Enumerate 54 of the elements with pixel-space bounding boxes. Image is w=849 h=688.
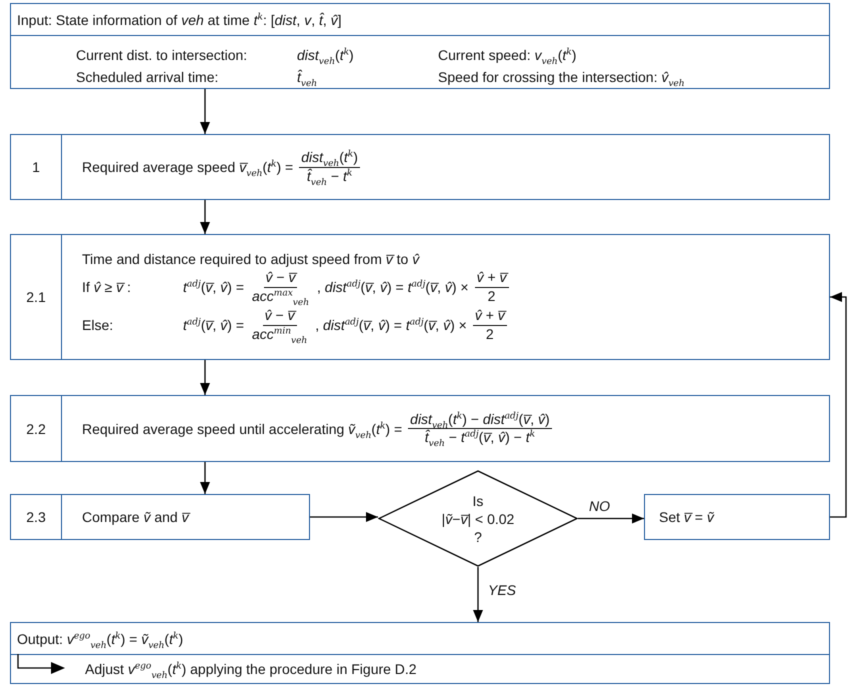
arrow [310,512,378,522]
node-text: Adjust v$^{ego}$$_{veh}$(t$^{k}$) applying the procedure in Figure D.2 [85,661,417,677]
decision-text: |ṽ−v̅| < 0.02 [442,510,514,528]
decision-text: ? [474,528,482,546]
arrow [200,200,210,234]
node-text: Required average speed until accelerating ṽ$_{veh}$(t$^{k}$) = [82,420,402,436]
step-number: 2.2 [26,420,46,436]
node-text: dist$_{veh}$(t$^{k}$) [297,47,355,63]
arrow [200,89,210,134]
arrow [830,292,847,518]
arrow [473,567,483,622]
node-text: t$^{adj}$(v̅, v̂) = [183,317,244,333]
node-text: Output: v$^{ego}$$_{veh}$(t$^{k}$) = ṽ$_{veh}$(t$^{k}$) [17,630,184,646]
process-step-box [10,234,830,360]
arrow [200,360,210,395]
fraction-denominator: 2 [486,288,496,305]
fraction-numerator: v̂ − v̅ [262,307,297,326]
fraction-numerator: v̂ + v̅ [474,269,509,288]
node-text: Input: State information of veh at time t$^{k}$: [dist, v, t̂, v̂] [17,12,342,28]
node-text: , dist$^{adj}$(v̅, v̂) = t$^{adj}$(v̅, v̂) × [315,317,467,333]
fraction-numerator: v̂ − v̅ [264,269,298,288]
fraction-denominator: t̂$_{veh}$ − t$^{k}$ [306,168,354,185]
fraction-numerator: dist$_{veh}$(t$^{k}$) − dist$^{adj}$(v̅, v̂) [408,410,552,429]
node-text: If v̂ ≥ v̅ : [82,279,132,295]
step-number: 2.3 [26,509,46,525]
process-step-box [10,494,310,540]
step-number: 2.1 [26,289,46,305]
node-text: Required average speed v̅$_{veh}$(t$^{k}$) = [82,159,294,175]
process-box [644,494,830,540]
arrow [578,514,644,524]
node-text: Set v̅ = ṽ [659,509,714,525]
step-number: 1 [32,159,40,175]
fraction-numerator: v̂ + v̅ [472,307,507,326]
node-text: Time and distance required to adjust speed from v̅ to v̂ [82,251,420,267]
edge-label: NO [587,498,612,514]
node-text: Scheduled arrival time: [76,69,220,85]
node-text: Current speed: v$_{veh}$(t$^{k}$) [438,47,576,63]
decision-diamond [378,470,578,567]
input-output-box [10,622,830,684]
node-text: , dist$^{adj}$(v̅, v̂) = t$^{adj}$(v̅, v̂) × [317,279,469,295]
input-output-box [10,3,830,89]
arrow [200,462,210,494]
node-text: Current dist. to intersection: [76,47,248,63]
node-text: t̂$_{veh}$ [297,69,318,85]
node-text: Speed for crossing the intersection: v̂$_{veh}$ [438,69,685,85]
fraction-numerator: dist$_{veh}$(t$^{k}$) [299,149,360,168]
fraction-denominator: t̂$_{veh}$ − t$^{adj}$(v̅, v̂) − t$^{k}$ [424,429,536,446]
decision-text: Is [472,492,484,510]
node-text: Else: [82,317,114,333]
node-text: t$^{adj}$(v̅, v̂) = [183,279,244,295]
process-step-box [10,395,830,462]
node-text: Compare ṽ and v̅ [82,509,189,525]
fraction-denominator: 2 [484,326,495,343]
process-step-box [10,134,830,200]
